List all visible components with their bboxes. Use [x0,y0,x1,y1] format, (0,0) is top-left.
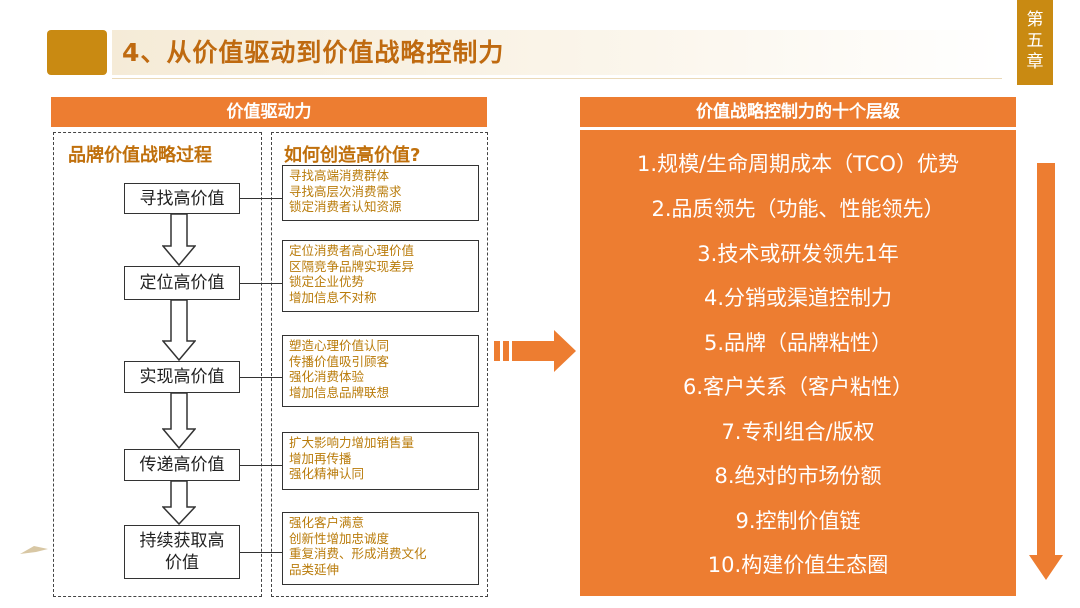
chapter-char: 第 [1026,10,1044,30]
detail-line: 增加信息品牌联想 [289,384,390,400]
down-arrow-icon [162,393,196,449]
detail-line: 扩大影响力增加销售量 [289,435,415,450]
level-item: 10.构建价值生态圈 [707,553,889,577]
detail-line: 强化精神认同 [289,466,365,481]
page-title: 4、从价值驱动到价值战略控制力 [122,38,505,67]
detail-line: 增加信息不对称 [289,289,377,305]
process-column [53,132,262,597]
right-arrow-icon [494,330,576,372]
detail-line: 定位消费者高心理价值 [289,243,415,258]
detail-box: 定位消费者高心理价值 区隔竞争品牌实现差异 锁定企业优势 增加信息不对称 [282,240,479,312]
down-arrow-icon [162,481,196,525]
process-subtitle: 品牌价值战略过程 [68,145,212,166]
method-subtitle: 如何创造高价值? [284,145,421,166]
connector-line [240,198,282,199]
detail-line: 寻找高端消费群体 [289,168,390,183]
detail-line: 强化客户满意 [289,515,365,530]
detail-line: 强化消费体验 [289,369,365,384]
down-arrow-icon [162,214,196,266]
detail-line: 传播价值吸引顾客 [289,353,390,369]
connector-line [240,283,282,284]
level-item: 5.品牌（品牌粘性） [703,331,893,355]
header-band [112,30,1002,75]
connector-line [240,465,282,466]
level-item: 7.专利组合/版权 [721,420,875,444]
detail-line: 锁定消费者认知资源 [289,199,402,214]
right-panel-title: 价值战略控制力的十个层级 [580,97,1016,127]
header-divider [112,78,1002,79]
chapter-char: 章 [1026,52,1044,72]
step-box: 寻找高价值 [124,183,240,214]
detail-line: 寻找高层次消费需求 [289,183,402,199]
detail-line: 锁定企业优势 [289,274,365,289]
level-item: 3.技术或研发领先1年 [697,242,899,266]
connector-line [240,377,282,378]
level-item: 4.分销或渠道控制力 [703,286,893,310]
level-item: 6.客户关系（客户粘性） [682,375,914,399]
detail-line: 塑造心理价值认同 [289,338,390,353]
level-item: 2.品质领先（功能、性能领先） [651,197,945,221]
detail-box: 塑造心理价值认同 传播价值吸引顾客 强化消费体验 增加信息品牌联想 [282,335,479,407]
detail-box: 寻找高端消费群体 寻找高层次消费需求 锁定消费者认知资源 [282,165,479,221]
left-panel-title: 价值驱动力 [51,97,487,127]
chapter-tab: 第 五 章 [1017,0,1053,85]
step-box: 定位高价值 [124,266,240,300]
level-item: 1.规模/生命周期成本（TCO）优势 [637,152,959,176]
levels-panel [580,130,1016,596]
step-box: 持续获取高价值 [124,525,240,579]
detail-line: 品类延伸 [289,561,340,577]
detail-line: 重复消费、形成消费文化 [289,546,427,561]
chapter-char: 五 [1026,31,1044,51]
detail-line: 增加再传播 [289,450,352,466]
header-accent-block [47,30,107,75]
level-item: 9.控制价值链 [735,509,861,533]
detail-line: 创新性增加忠诚度 [289,530,390,546]
level-item: 8.绝对的市场份额 [714,464,882,488]
detail-box: 扩大影响力增加销售量 增加再传播 强化精神认同 [282,432,479,490]
method-column [271,132,488,597]
decorative-mark [20,546,48,554]
step-box: 实现高价值 [124,361,240,393]
connector-line [240,552,282,553]
detail-line: 区隔竞争品牌实现差异 [289,258,415,274]
down-arrow-icon [1029,163,1063,580]
step-box: 传递高价值 [124,449,240,481]
detail-box: 强化客户满意 创新性增加忠诚度 重复消费、形成消费文化 品类延伸 [282,512,479,585]
down-arrow-icon [162,300,196,361]
